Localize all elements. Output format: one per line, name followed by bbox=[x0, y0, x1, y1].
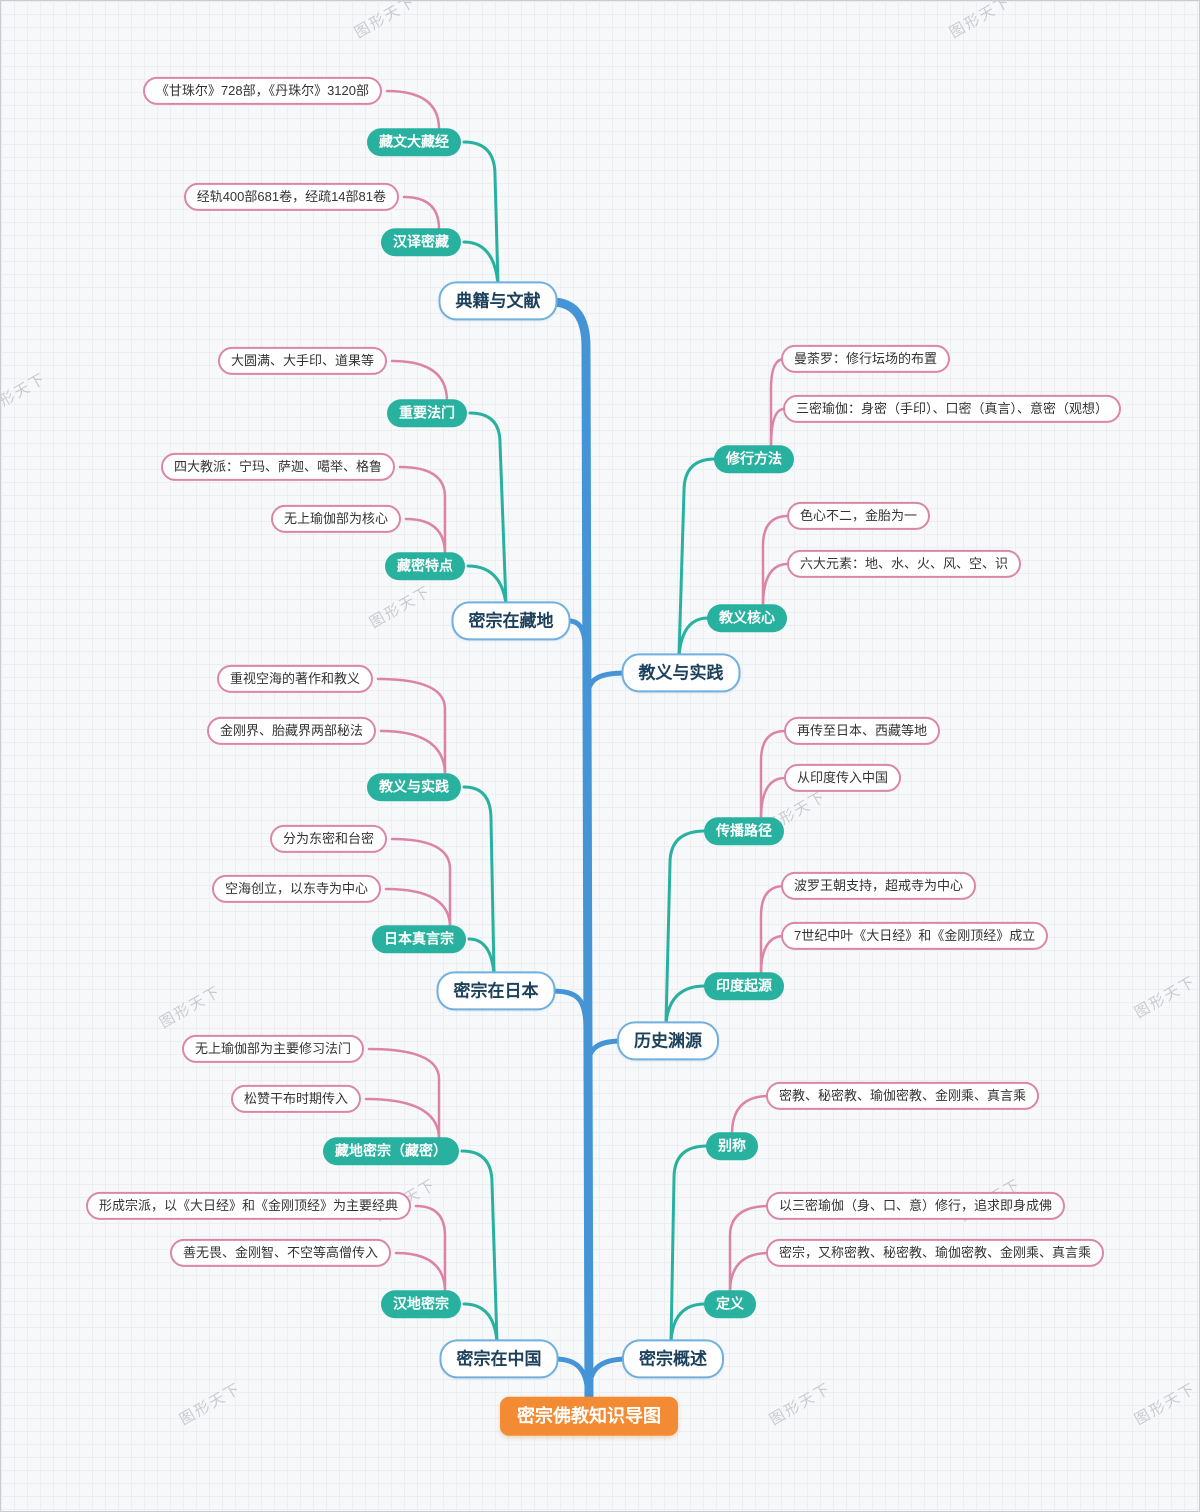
sub-topic-node[interactable]: 汉地密宗 bbox=[381, 1290, 461, 1318]
leaf-node[interactable]: 大圆满、大手印、道果等 bbox=[217, 346, 387, 376]
sub-topic-node[interactable]: 汉译密藏 bbox=[381, 228, 461, 256]
leaf-node[interactable]: 形成宗派，以《大日经》和《金刚顶经》为主要经典 bbox=[85, 1191, 411, 1221]
leaf-node[interactable]: 从印度传入中国 bbox=[784, 763, 902, 793]
sub-topic-node[interactable]: 传播路径 bbox=[704, 817, 784, 845]
leaf-node[interactable]: 松赞干布时期传入 bbox=[230, 1084, 361, 1114]
main-topic-node[interactable]: 典籍与文献 bbox=[438, 281, 558, 321]
leaf-node[interactable]: 7世纪中叶《大日经》和《金刚顶经》成立 bbox=[781, 921, 1049, 951]
sub-topic-node[interactable]: 藏文大藏经 bbox=[367, 128, 461, 156]
leaf-node[interactable]: 密教、秘密教、瑜伽密教、金刚乘、真言乘 bbox=[766, 1081, 1040, 1111]
leaf-node[interactable]: 空海创立，以东寺为中心 bbox=[211, 874, 381, 904]
leaf-node[interactable]: 无上瑜伽部为主要修习法门 bbox=[181, 1034, 364, 1064]
main-topic-node[interactable]: 密宗概述 bbox=[622, 1339, 724, 1379]
main-topic-node[interactable]: 密宗在藏地 bbox=[451, 601, 571, 641]
leaf-node[interactable]: 波罗王朝支持，超戒寺为中心 bbox=[781, 871, 977, 901]
sub-topic-node[interactable]: 教义与实践 bbox=[367, 773, 461, 801]
leaf-node[interactable]: 密宗，又称密教、秘密教、瑜伽密教、金刚乘、真言乘 bbox=[766, 1238, 1105, 1268]
sub-topic-node[interactable]: 藏地密宗（藏密） bbox=[323, 1137, 459, 1165]
root-topic-node[interactable]: 密宗佛教知识导图 bbox=[500, 1396, 678, 1436]
leaf-node[interactable]: 善无畏、金刚智、不空等高僧传入 bbox=[169, 1238, 391, 1268]
leaf-node[interactable]: 曼荼罗：修行坛场的布置 bbox=[781, 344, 951, 374]
leaf-node[interactable]: 色心不二，金胎为一 bbox=[787, 501, 931, 531]
main-topic-node[interactable]: 密宗在中国 bbox=[439, 1339, 559, 1379]
leaf-node[interactable]: 金刚界、胎藏界两部秘法 bbox=[206, 716, 376, 746]
sub-topic-node[interactable]: 印度起源 bbox=[704, 972, 784, 1000]
leaf-node[interactable]: 三密瑜伽：身密（手印）、口密（真言）、意密（观想） bbox=[783, 394, 1122, 424]
sub-topic-node[interactable]: 定义 bbox=[704, 1290, 756, 1318]
leaf-node[interactable]: 再传至日本、西藏等地 bbox=[784, 716, 941, 746]
leaf-node[interactable]: 无上瑜伽部为核心 bbox=[270, 504, 401, 534]
main-topic-node[interactable]: 历史渊源 bbox=[617, 1021, 719, 1061]
leaf-node[interactable]: 分为东密和台密 bbox=[269, 824, 387, 854]
leaf-node[interactable]: 以三密瑜伽（身、口、意）修行，追求即身成佛 bbox=[766, 1191, 1066, 1221]
leaf-node[interactable]: 六大元素：地、水、火、风、空、识 bbox=[787, 549, 1022, 579]
sub-topic-node[interactable]: 日本真言宗 bbox=[372, 925, 466, 953]
leaf-node[interactable]: 经轨400部681卷，经疏14部81卷 bbox=[183, 182, 399, 212]
main-topic-node[interactable]: 教义与实践 bbox=[621, 653, 741, 693]
leaf-node[interactable]: 四大教派：宁玛、萨迦、噶举、格鲁 bbox=[160, 452, 395, 482]
sub-topic-node[interactable]: 重要法门 bbox=[387, 399, 467, 427]
main-topic-node[interactable]: 密宗在日本 bbox=[436, 971, 556, 1011]
sub-topic-node[interactable]: 藏密特点 bbox=[385, 552, 465, 580]
sub-topic-node[interactable]: 教义核心 bbox=[707, 604, 787, 632]
leaf-node[interactable]: 《甘珠尔》728部，《丹珠尔》3120部 bbox=[142, 76, 382, 106]
sub-topic-node[interactable]: 别称 bbox=[706, 1132, 758, 1160]
sub-topic-node[interactable]: 修行方法 bbox=[714, 445, 794, 473]
leaf-node[interactable]: 重视空海的著作和教义 bbox=[216, 664, 373, 694]
